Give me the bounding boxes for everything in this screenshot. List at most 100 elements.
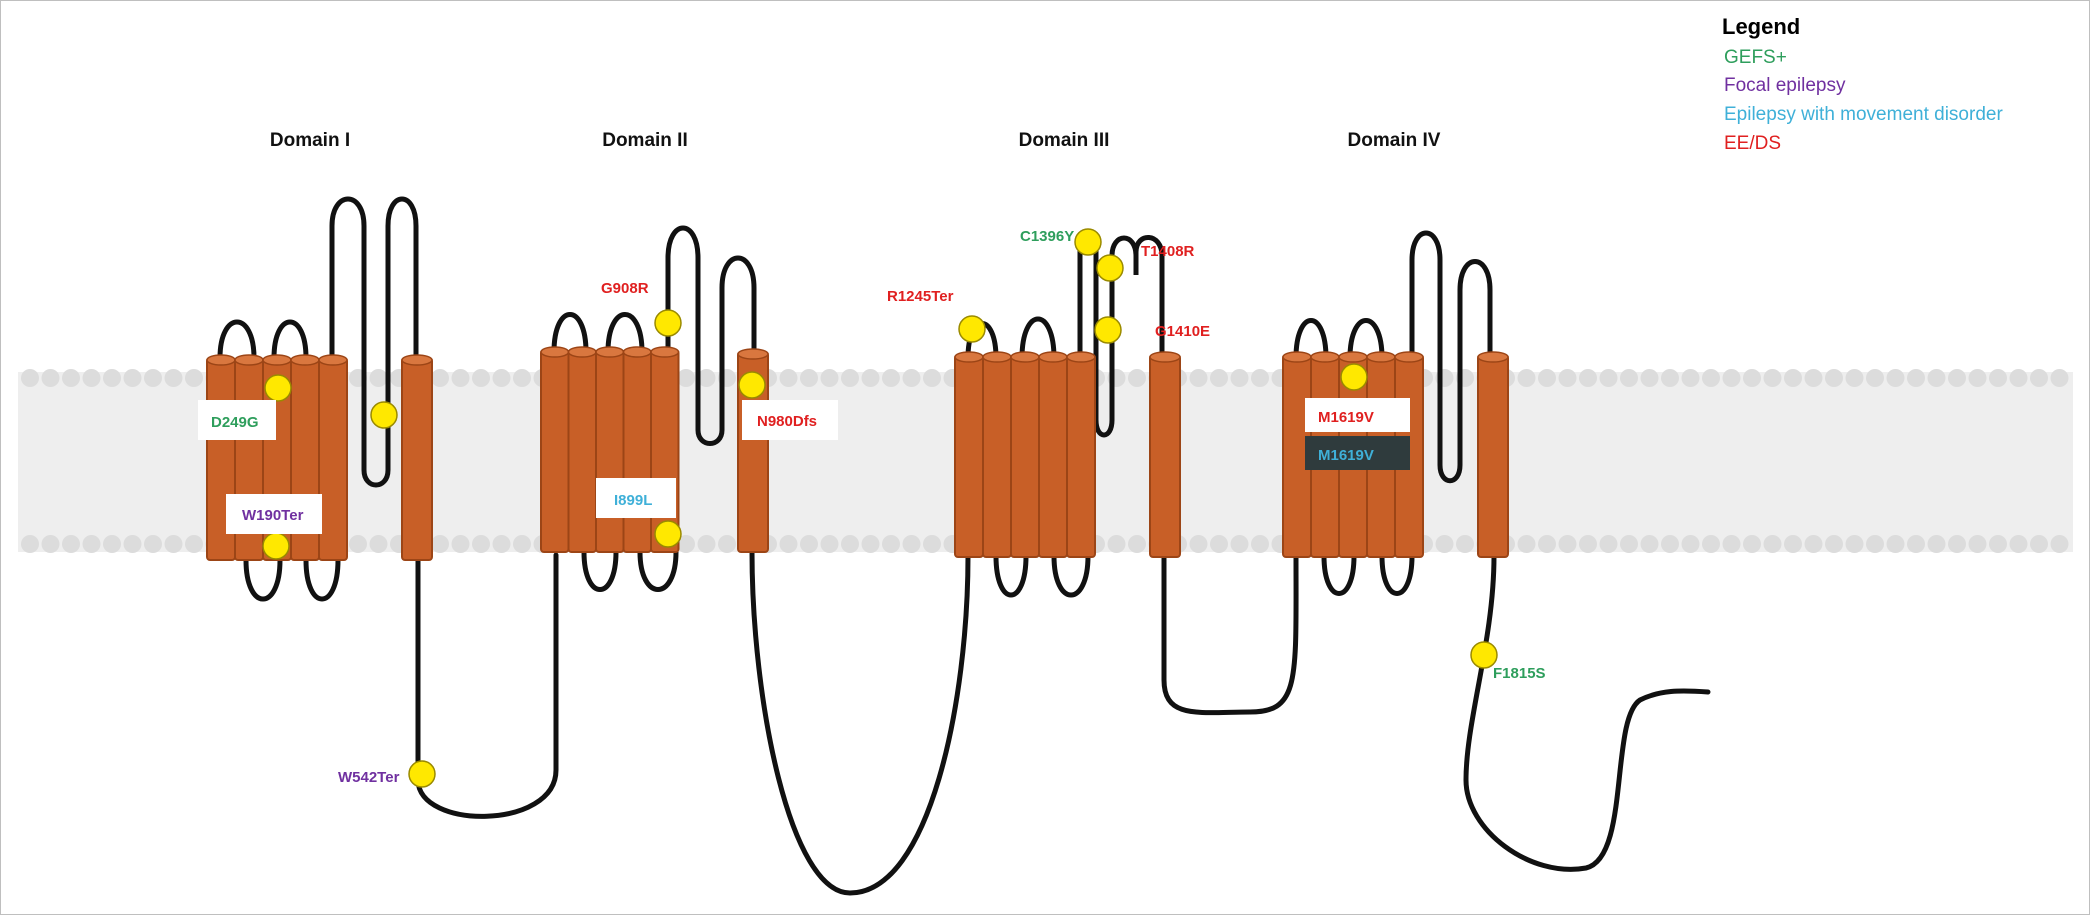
- lipid-head: [1435, 535, 1454, 553]
- lipid-head: [1189, 535, 1208, 553]
- box-m1619v-eeds: [1305, 398, 1410, 432]
- mutation-label: W190Ter: [242, 507, 304, 524]
- legend-item-focal: Focal epilepsy: [1724, 75, 1846, 96]
- mutation-label: R1245Ter: [887, 288, 954, 305]
- lipid-head: [1210, 535, 1228, 553]
- marker-g1410e: [1094, 316, 1122, 344]
- helix-d1-s3-cap: [262, 354, 292, 366]
- lipid-head: [1784, 535, 1802, 553]
- helix-d1-s1-cap: [206, 354, 236, 366]
- helix-d1-s6: [401, 357, 433, 561]
- mutation-label: T1408R: [1141, 243, 1195, 260]
- lipid-head: [820, 369, 839, 387]
- lipid-head: [882, 535, 900, 553]
- helix-d4-s2-cap: [1310, 351, 1340, 363]
- lipid-head: [1968, 369, 1987, 387]
- loop-d4-i1: [1321, 553, 1357, 596]
- lipid-head: [1866, 369, 1884, 387]
- lipid-head: [164, 535, 183, 553]
- helix-d1-s4-cap: [290, 354, 320, 366]
- loop-d3-e2: [1019, 316, 1057, 361]
- lipid-head: [1251, 369, 1269, 387]
- lipid-head: [923, 535, 941, 553]
- mutation-label: F1815S: [1493, 665, 1546, 682]
- lipid-head: [1128, 369, 1146, 387]
- lipid-head: [21, 369, 39, 387]
- lipid-head: [62, 535, 80, 553]
- lipid-head: [2030, 369, 2048, 387]
- helix-d2-s4-cap: [622, 346, 652, 358]
- lipid-head: [21, 535, 39, 553]
- lipid-head: [1825, 535, 1843, 553]
- lipid-head: [1825, 369, 1843, 387]
- marker-m1619v: [1340, 363, 1368, 391]
- lipid-head: [1558, 369, 1577, 387]
- lipid-head: [1517, 369, 1536, 387]
- lipid-head: [1456, 535, 1474, 553]
- lipid-head: [1620, 535, 1638, 553]
- lipid-head: [1599, 535, 1618, 553]
- helix-d1-s5-cap: [318, 354, 348, 366]
- loop-d2-e2: [605, 312, 645, 355]
- helix-d2-s1: [540, 349, 570, 553]
- loop-d4-e2: [1347, 318, 1385, 361]
- helix-d2-s1-cap: [540, 346, 570, 358]
- lipid-head: [513, 535, 531, 553]
- marker-r1245ter: [958, 315, 986, 343]
- lipid-head: [1804, 535, 1823, 553]
- legend-item-eeds: EE/DS: [1724, 133, 1781, 154]
- lipid-head: [451, 369, 470, 387]
- helix-d4-s4-cap: [1366, 351, 1396, 363]
- lipid-head: [1128, 535, 1146, 553]
- lipid-head: [841, 535, 859, 553]
- box-i899l: [596, 478, 676, 518]
- marker-f1815s: [1470, 641, 1498, 669]
- lipid-head: [902, 535, 921, 553]
- lipid-head: [779, 535, 798, 553]
- lipid-head: [369, 369, 388, 387]
- lipid-head: [697, 535, 716, 553]
- lipid-head: [451, 535, 470, 553]
- loop-d3-i2: [1051, 553, 1091, 598]
- helix-d3-s5: [1066, 354, 1096, 558]
- lipid-head: [103, 535, 121, 553]
- helix-d2-s2-cap: [567, 346, 597, 358]
- linker-iii-iv: [1161, 553, 1299, 716]
- lipid-head: [492, 535, 511, 553]
- mutation-label: M1619V: [1318, 447, 1374, 464]
- lipid-head: [1702, 369, 1720, 387]
- lipid-head: [1763, 535, 1782, 553]
- marker-n980dfs: [738, 371, 766, 399]
- domain-title-3: Domain III: [1019, 130, 1110, 151]
- marker-w542ter: [408, 760, 436, 788]
- lipid-head: [123, 535, 142, 553]
- lipid-head: [1251, 535, 1269, 553]
- legend-title: Legend: [1722, 14, 1800, 39]
- mutation-label: C1396Y: [1020, 228, 1074, 245]
- loop-d2-pore: [665, 225, 757, 446]
- helix-d3-s5-cap: [1066, 351, 1096, 363]
- lipid-head: [1579, 535, 1597, 553]
- lipid-head: [1661, 369, 1679, 387]
- domain-title-2: Domain II: [602, 130, 688, 151]
- lipid-head: [2009, 369, 2028, 387]
- lipid-head: [144, 369, 162, 387]
- lipid-head: [1230, 369, 1249, 387]
- helix-d3-s4-cap: [1038, 351, 1068, 363]
- mutation-label: G908R: [601, 280, 649, 297]
- helix-d3-s3-cap: [1010, 351, 1040, 363]
- helix-d4-s6: [1477, 354, 1509, 558]
- lipid-head: [1722, 369, 1741, 387]
- helix-d3-s3: [1010, 354, 1040, 558]
- helix-d3-s6: [1149, 354, 1181, 558]
- lipid-head: [1866, 535, 1884, 553]
- lipid-head: [779, 369, 798, 387]
- lipid-head: [1620, 369, 1638, 387]
- loop-d1-i2: [303, 557, 341, 602]
- lipid-head: [1743, 369, 1761, 387]
- lipid-head: [349, 535, 367, 553]
- helix-d3-s2-cap: [982, 351, 1012, 363]
- lipid-head: [820, 535, 839, 553]
- lipid-head: [677, 535, 695, 553]
